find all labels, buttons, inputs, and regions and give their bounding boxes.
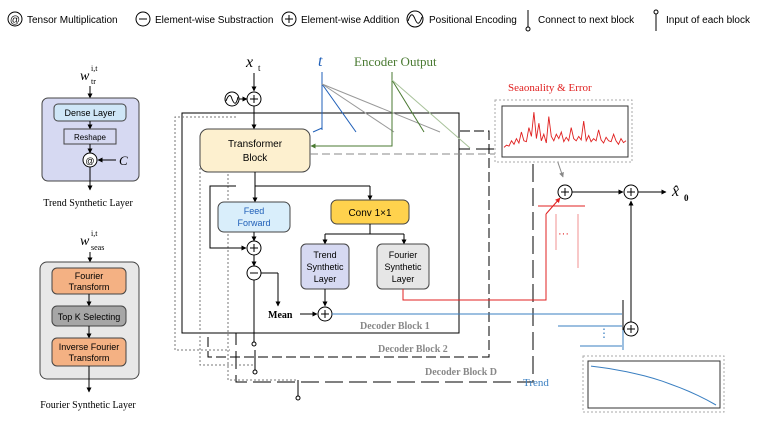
decoder-block-2-label: Decoder Block 2: [378, 344, 448, 355]
dots-red: ···: [558, 228, 569, 240]
transformer-l1: Transformer: [228, 139, 283, 150]
conv-label: Conv 1×1: [348, 208, 392, 219]
fourier-input-sup: i,t: [91, 229, 98, 238]
legend-pos-enc: Positional Encoding: [429, 15, 517, 26]
mean-label: Mean: [268, 310, 293, 321]
fourier-synthetic-panel: w seas i,t Fourier Transform Top K Selec…: [39, 229, 140, 411]
x-input-sub: t: [258, 63, 261, 73]
svg-text:Layer: Layer: [314, 274, 337, 284]
vdots-blue: ⋮: [598, 326, 610, 340]
x-hat-sub: 0: [684, 193, 689, 203]
trend-plot: Trend: [523, 355, 725, 413]
svg-text:Synthetic: Synthetic: [306, 262, 344, 272]
fourier-panel-caption: Fourier Synthetic Layer: [40, 400, 136, 411]
at-symbol: @: [10, 15, 20, 26]
decoder-block-1-label: Decoder Block 1: [360, 321, 430, 332]
c-label: C: [119, 153, 128, 168]
trend-input-sup: i,t: [91, 64, 98, 73]
fourier-input-sub: seas: [91, 243, 104, 252]
fourier-transform-l2: Transform: [69, 282, 110, 292]
seasonality-title: Seaonality & Error: [508, 82, 592, 94]
ff-l1: Feed: [244, 206, 265, 216]
legend-input-each: Input of each block: [666, 15, 751, 26]
trend-panel-caption: Trend Synthetic Layer: [43, 198, 133, 209]
t-label: t: [318, 53, 323, 70]
transformer-block: [199, 128, 311, 173]
trend-plot-title: Trend: [523, 377, 549, 389]
svg-text:@: @: [85, 156, 94, 166]
legend: @ Tensor Multiplication Element-wise Sub…: [7, 9, 751, 32]
decoder-main: x t t Encoder Output Transformer Block: [174, 53, 689, 401]
trend-series-line: [590, 365, 717, 406]
trend-synthetic-panel: w tr i,t Dense Layer Reshape @ C Trend S…: [41, 64, 140, 209]
fourier-input-base: w: [80, 234, 90, 249]
svg-text:Layer: Layer: [392, 274, 415, 284]
svg-text:Trend: Trend: [313, 250, 336, 260]
topk-label: Top K Selecting: [58, 312, 121, 322]
inverse-l1: Inverse Fourier: [59, 342, 120, 352]
x-input: x: [245, 54, 253, 71]
trend-input-sub: tr: [91, 77, 96, 86]
seasonality-plot: Seaonality & Error: [494, 82, 633, 163]
legend-tensor-mult: Tensor Multiplication: [27, 15, 118, 26]
svg-text:Synthetic: Synthetic: [384, 262, 422, 272]
legend-connect-next: Connect to next block: [538, 15, 635, 26]
svg-text:Fourier: Fourier: [389, 250, 418, 260]
transformer-l2: Block: [243, 153, 268, 164]
inverse-l2: Transform: [69, 353, 110, 363]
decoder-block-D-label: Decoder Block D: [425, 367, 497, 378]
x-hat-output: x̂: [671, 183, 679, 200]
reshape-label: Reshape: [74, 133, 107, 142]
fourier-transform-l1: Fourier: [75, 271, 104, 281]
trend-input-base: w: [80, 69, 90, 84]
seasonality-series-line: [503, 112, 627, 148]
ff-l2: Forward: [237, 218, 270, 228]
legend-elem-sub: Element-wise Substraction: [155, 15, 273, 26]
legend-elem-add: Element-wise Addition: [301, 15, 399, 26]
dense-layer-label: Dense Layer: [64, 108, 115, 118]
encoder-output-label: Encoder Output: [354, 54, 437, 69]
